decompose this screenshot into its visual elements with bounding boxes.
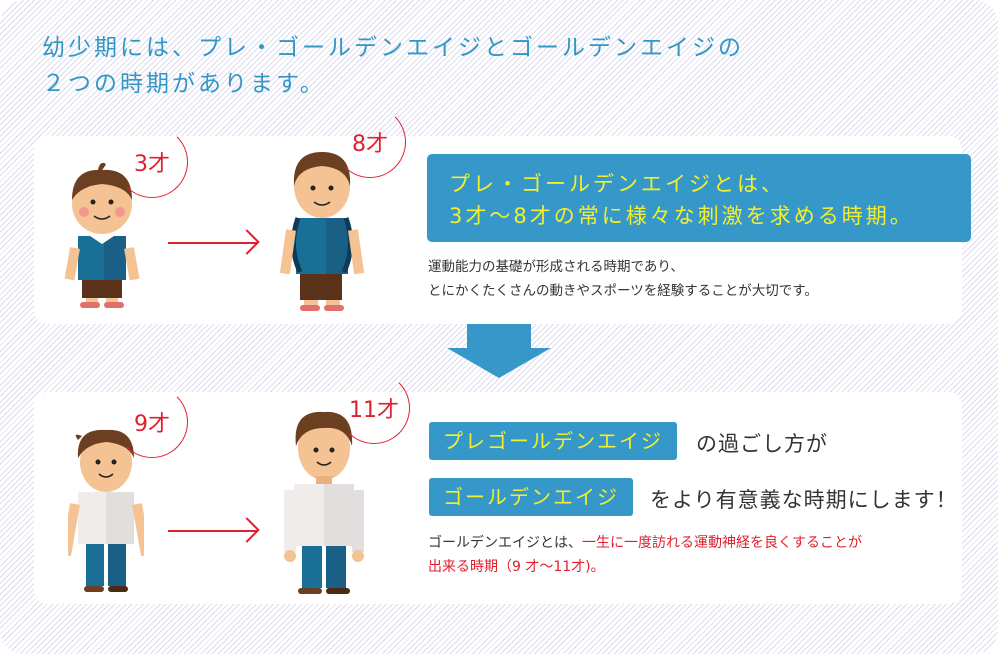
down-arrow-icon: [447, 324, 551, 378]
title-line-2: ２つの時期があります。: [42, 71, 326, 97]
age-badge-8: 8才: [334, 106, 406, 178]
description-highlight-2: 出来る時期（9 才～11才)。: [428, 559, 605, 575]
golden-age-tag: ゴールデンエイジ: [429, 478, 633, 516]
age-badge-9: 9才: [116, 386, 188, 458]
pre-golden-age-description: 運動能力の基礎が形成される時期であり、 とにかくたくさんの動きやスポーツを経験す…: [428, 255, 818, 303]
banner-line-2: 3才～8才の常に様々な刺激を求める時期。: [449, 204, 914, 228]
right-arrow-icon: [168, 530, 258, 532]
pre-golden-age-banner: プレ・ゴールデンエイジとは、 3才～8才の常に様々な刺激を求める時期。: [429, 156, 969, 240]
description-line-1: 運動能力の基礎が形成される時期であり、: [428, 259, 684, 275]
child-3yo-illustration: [60, 156, 146, 308]
description-highlight-1: 一生に一度訪れる運動神経を良くすることが: [582, 535, 862, 551]
tag2-suffix: をより有意義な時期にします！: [650, 488, 958, 512]
title-line-1: 幼少期には、プレ・ゴールデンエイジとゴールデンエイジの: [42, 35, 744, 61]
child-8yo-illustration: [280, 146, 366, 311]
age-badge-11: 11才: [338, 372, 410, 444]
page-title: 幼少期には、プレ・ゴールデンエイジとゴールデンエイジの ２つの時期があります。: [42, 30, 744, 102]
age-badge-3: 3才: [116, 126, 188, 198]
child-11yo-illustration: [284, 406, 364, 594]
description-prefix: ゴールデンエイジとは、: [428, 535, 582, 551]
golden-age-description: ゴールデンエイジとは、一生に一度訪れる運動神経を良くすることが 出来る時期（9 …: [428, 531, 862, 579]
child-9yo-illustration: [68, 422, 144, 592]
banner-line-1: プレ・ゴールデンエイジとは、: [449, 172, 785, 196]
pre-golden-age-tag: プレゴールデンエイジ: [429, 422, 677, 460]
tag1-suffix: の過ごし方が: [696, 432, 828, 456]
description-line-2: とにかくたくさんの動きやスポーツを経験することが大切です。: [428, 283, 818, 299]
right-arrow-icon: [168, 242, 258, 244]
